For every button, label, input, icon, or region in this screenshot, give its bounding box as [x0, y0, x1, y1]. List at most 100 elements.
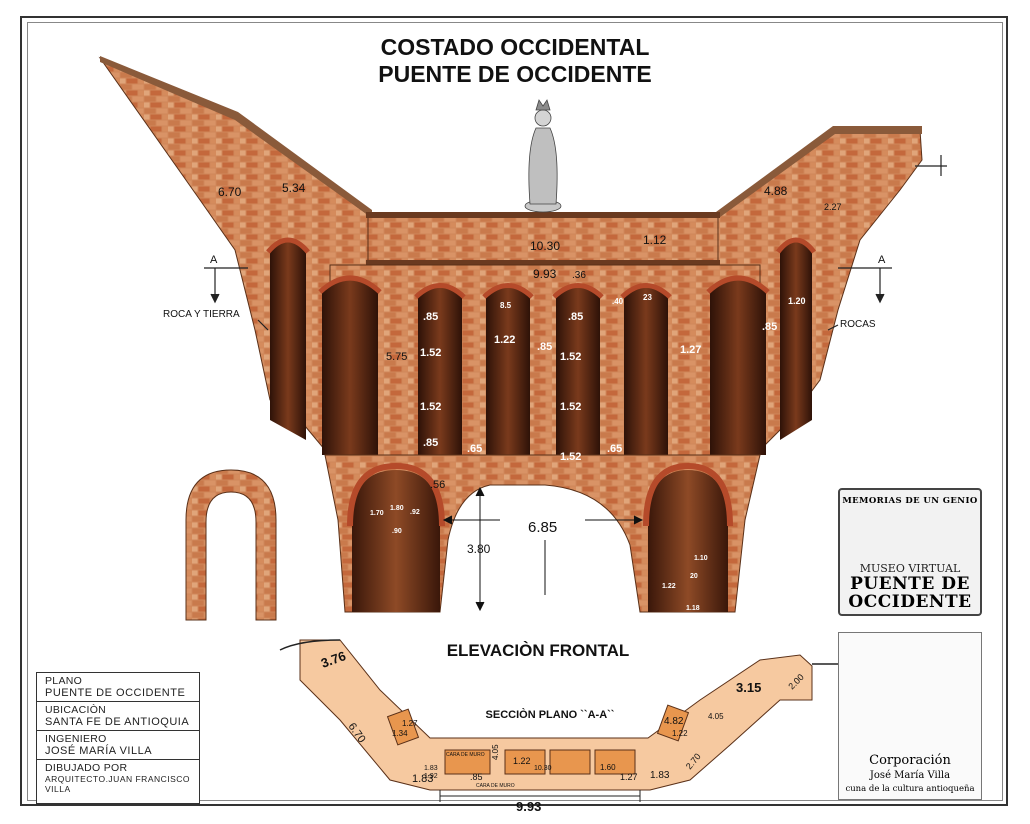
- dim-pillar-b3: 1.52: [560, 351, 581, 363]
- dim-sec-left-d: 1.92: [424, 773, 438, 780]
- section-a-a: [279, 639, 840, 802]
- title-block-plan: PLANO PUENTE DE OCCIDENTE: [37, 673, 199, 702]
- museum-logo-bottom1: PUENTE DE: [850, 574, 970, 594]
- dim-arch-a: 8.5: [500, 301, 512, 310]
- plan-title-line1: COSTADO OCCIDENTAL: [380, 34, 650, 60]
- rocks-label: ROCAS: [840, 319, 876, 330]
- dim-inner-small: .36: [572, 270, 586, 281]
- dim-sec-right-d: 1.83: [650, 770, 670, 781]
- dim-pillar-b4: 1.52: [560, 401, 581, 413]
- dim-sec-center-b: 1.22: [513, 756, 531, 766]
- dim-tunnel-span: 6.85: [528, 519, 557, 536]
- marker-a-left: A: [210, 254, 218, 266]
- museum-logo-mid: MUSEO VIRTUAL: [859, 562, 961, 575]
- dim-sec-center-d: 10.30: [534, 765, 552, 772]
- dim-sec-right-top: 3.15: [736, 680, 761, 695]
- title-block: PLANO PUENTE DE OCCIDENTE UBICACIÒN SANT…: [36, 672, 200, 804]
- drawing-frame-inner: [27, 22, 1003, 801]
- virgin-statue: [524, 99, 562, 213]
- tunnel-dim-lines: [442, 486, 644, 612]
- plan-value: PUENTE DE OCCIDENTE: [45, 687, 186, 699]
- dim-deck-height: 1.12: [643, 233, 667, 247]
- door-dimensions: 1.70 1.80 .92 .90 1.10 20 1.22 1.18: [370, 505, 708, 612]
- title-block-engineer: INGENIERO JOSÉ MARÍA VILLA: [37, 731, 199, 760]
- dim-tunnel-height: 3.80: [467, 542, 491, 556]
- dim-door-r2: 20: [690, 573, 698, 580]
- corporation-card: Corporación José María Villa cuna de la …: [838, 632, 982, 800]
- upper-arches: [270, 241, 812, 480]
- dim-sec-right-e: 1.27: [620, 772, 638, 782]
- location-label: UBICACIÒN: [45, 704, 107, 716]
- dim-sec-right-a: 4.82: [664, 716, 684, 727]
- dim-door-a: 1.70: [370, 510, 384, 517]
- dim-door-d: .90: [392, 528, 402, 535]
- dim-sec-bottom-width: 9.93: [516, 799, 541, 814]
- dim-sec-right-b: 1.22: [672, 729, 688, 738]
- title-block-drawn: DIBUJADO POR ARQUITECTO.JUAN FRANCISCO V…: [37, 760, 199, 794]
- dim-sec-right-c: 4.05: [708, 712, 724, 721]
- drawing-frame: [20, 16, 1008, 806]
- dim-sec-center-c: .85: [470, 772, 483, 782]
- dim-sec-center-e: 1.60: [600, 763, 616, 772]
- pillar-dimensions: .85 1.52 1.52 .85 1.22 .85 .85 1.52 1.52…: [420, 293, 806, 463]
- section-label: SECCIÒN PLANO ``A-A``: [486, 708, 615, 721]
- dim-sec-left-b: 1.34: [392, 729, 408, 738]
- section-markers: [204, 155, 947, 331]
- brick-arch-detail: [185, 469, 277, 621]
- museum-logo: MEMORIAS DE UN GENIO MUSEO VIRTUAL PUENT…: [838, 488, 982, 616]
- dim-door-r1: 1.22: [662, 583, 676, 590]
- rock-soil-label: ROCA Y TIERRA: [163, 309, 240, 320]
- dim-sec-left-c: 1.27: [402, 719, 418, 728]
- dim-pillar-a2: .85: [423, 437, 438, 449]
- dim-door-r3: 1.10: [694, 555, 708, 562]
- pier-wall: [329, 264, 761, 456]
- dim-door-c: .92: [410, 509, 420, 516]
- museum-logo-top: MEMORIAS DE UN GENIO: [842, 496, 978, 506]
- dim-pillar-a1: .85: [423, 311, 438, 323]
- dim-deck-width: 10.30: [530, 239, 560, 253]
- engineer-value: JOSÉ MARÍA VILLA: [45, 745, 153, 757]
- bridge-deck: [367, 213, 719, 265]
- dim-pillar-b2: 1.52: [420, 401, 441, 413]
- dim-sec-left-a: 1.83: [412, 773, 433, 785]
- dim-left-slope-1: 6.70: [218, 185, 242, 199]
- drawn-value: ARQUITECTO.JUAN FRANCISCO VILLA: [45, 774, 191, 794]
- dim-pillar-b1: 1.52: [420, 347, 441, 359]
- dim-pillar-a4: .85: [568, 311, 583, 323]
- dim-pillar-a5: .85: [762, 321, 777, 333]
- location-value: SANTA FE DE ANTIOQUIA: [45, 716, 190, 728]
- dim-sec-left-e: 1.83: [424, 765, 438, 772]
- marker-a-right: A: [878, 254, 886, 266]
- dim-door-b: 1.80: [390, 505, 404, 512]
- dim-base-left: .56: [430, 479, 445, 491]
- dim-inner-width: 9.93: [533, 267, 557, 281]
- plan-label: PLANO: [45, 675, 83, 687]
- dim-base-a1: .65: [467, 443, 482, 455]
- dim-sec-center-a: 4.05: [491, 744, 500, 760]
- dim-left-slope-2: 5.34: [282, 181, 306, 195]
- dim-arch-b: .40: [612, 297, 624, 306]
- dim-arch-c: 23: [643, 293, 652, 302]
- dim-sec-cara-b: CARA DE MURO: [476, 783, 515, 789]
- dim-right-small: 2.27: [824, 202, 842, 212]
- corporation-name: Corporación: [869, 753, 951, 768]
- drawn-label: DIBUJADO POR: [45, 762, 128, 774]
- plan-title-line2: PUENTE DE OCCIDENTE: [378, 61, 652, 87]
- dim-door-r4: 1.18: [686, 605, 700, 612]
- dim-pillar-e: 1.20: [788, 296, 806, 306]
- dim-pillar-c: 1.22: [494, 334, 515, 346]
- engineer-label: INGENIERO: [45, 733, 107, 745]
- corporation-person: José María Villa: [869, 770, 951, 781]
- museum-logo-bottom2: OCCIDENTE: [848, 592, 972, 612]
- dim-base-b: 1.52: [560, 451, 581, 463]
- dim-base-a2: .65: [607, 443, 622, 455]
- title-block-location: UBICACIÒN SANTA FE DE ANTIOQUIA: [37, 702, 199, 731]
- dim-sec-cara-a: CARA DE MURO: [446, 752, 485, 758]
- dim-pillar-a3: .85: [537, 341, 552, 353]
- corporation-tagline: cuna de la cultura antioqueña: [845, 784, 975, 794]
- dim-right-slope: 4.88: [764, 184, 788, 198]
- elevation-label: ELEVACIÒN FRONTAL: [447, 641, 630, 660]
- dim-wall-height: 5.75: [386, 351, 407, 363]
- upper-dimensions: 6.70 5.34 4.88 2.27 10.30 1.12 9.93 .36 …: [218, 181, 842, 491]
- dim-pillar-d: 1.27: [680, 344, 701, 356]
